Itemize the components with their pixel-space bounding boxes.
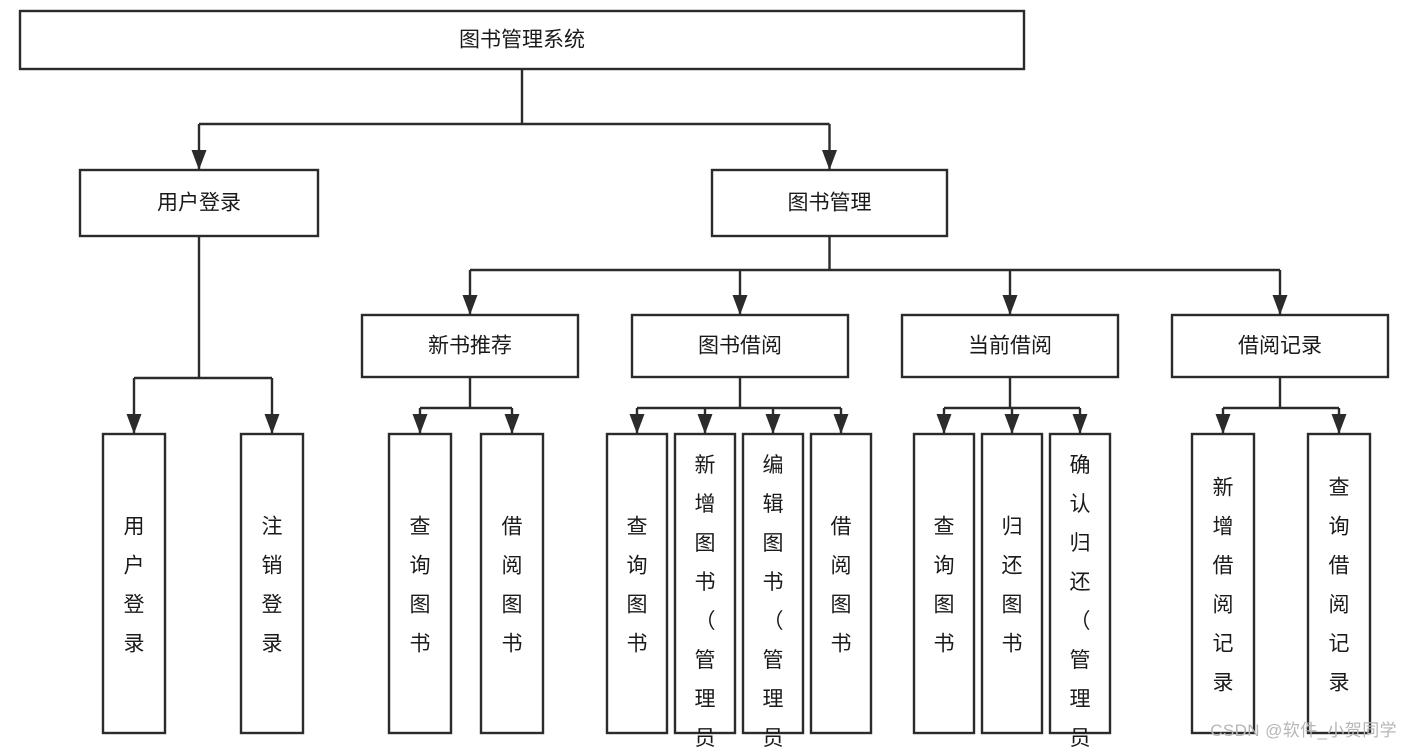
node-box-current-borrow [900, 313, 1120, 379]
node-user-login-leaf[interactable]: 用户登录 [101, 432, 167, 735]
node-root[interactable]: 图书管理系统 [18, 9, 1026, 71]
node-label-cb-query-book: 查询图书 [934, 516, 955, 656]
node-label-br-add-record: 新增借阅记录 [1213, 477, 1234, 695]
arrow-head-l3-1-0-1 [504, 414, 520, 434]
node-cb-return-book[interactable]: 归还图书 [980, 432, 1044, 735]
node-box-bb-query-book [605, 432, 669, 735]
node-box-user-logout-leaf [239, 432, 305, 735]
node-book-management[interactable]: 图书管理 [710, 168, 949, 238]
arrow-head-l2-0-0 [126, 414, 142, 434]
node-label-user-logout-leaf: 注销登录 [262, 516, 283, 656]
node-label-root: 图书管理系统 [459, 29, 585, 52]
node-nbr-query-book[interactable]: 查询图书 [387, 432, 453, 735]
arrow-head-l3-1-0-0 [412, 414, 428, 434]
node-current-borrow[interactable]: 当前借阅 [900, 313, 1120, 379]
arrow-head-l3-1-3-0 [1215, 414, 1231, 434]
arrow-head-l3-1-1-0 [629, 414, 645, 434]
node-cb-confirm-return[interactable]: 确认归还（管理员） [1048, 432, 1112, 747]
arrow-head-l3-1-1-1 [697, 414, 713, 434]
node-box-bb-edit-book [741, 432, 805, 735]
node-box-cb-query-book [912, 432, 976, 735]
node-cb-query-book[interactable]: 查询图书 [912, 432, 976, 735]
node-box-nbr-borrow-book [479, 432, 545, 735]
node-label-cb-return-book: 归还图书 [1002, 516, 1023, 656]
node-label-current-borrow: 当前借阅 [968, 335, 1052, 358]
node-label-book-management: 图书管理 [788, 192, 872, 215]
node-box-book-management [710, 168, 949, 238]
node-user-logout-leaf[interactable]: 注销登录 [239, 432, 305, 735]
node-box-root [18, 9, 1026, 71]
arrow-head-l3-1-2-1 [1004, 414, 1020, 434]
node-box-cb-return-book [980, 432, 1044, 735]
arrow-head-l3-1-2-0 [936, 414, 952, 434]
node-user-login[interactable]: 用户登录 [78, 168, 320, 238]
arrow-head-root-1 [822, 150, 837, 170]
node-label-nbr-query-book: 查询图书 [410, 516, 431, 656]
node-box-bb-add-book [673, 432, 737, 735]
node-label-borrow-record: 借阅记录 [1238, 335, 1322, 358]
node-bb-edit-book[interactable]: 编辑图书（管理员） [741, 432, 805, 747]
arrow-head-l3-1-3-1 [1331, 414, 1347, 434]
node-br-add-record[interactable]: 新增借阅记录 [1190, 432, 1256, 735]
node-label-user-login: 用户登录 [157, 192, 241, 215]
node-label-bb-query-book: 查询图书 [627, 516, 648, 656]
node-label-nbr-borrow-book: 借阅图书 [502, 516, 523, 656]
arrow-head-root-0 [191, 150, 207, 170]
node-nbr-borrow-book[interactable]: 借阅图书 [479, 432, 545, 735]
node-box-new-book-recommend [360, 313, 580, 379]
node-box-borrow-record [1170, 313, 1390, 379]
node-box-br-query-record [1306, 432, 1372, 735]
node-borrow-record[interactable]: 借阅记录 [1170, 313, 1390, 379]
node-bb-add-book[interactable]: 新增图书（管理员） [673, 432, 737, 747]
node-label-cb-confirm-return: 确认归还（管理员） [1070, 454, 1091, 747]
arrow-head-l2-1-3 [1272, 295, 1288, 315]
arrow-head-l3-1-2-2 [1072, 414, 1088, 434]
arrow-head-l3-1-1-3 [833, 414, 849, 434]
arrow-head-l2-1-1 [732, 295, 748, 315]
arrow-head-l2-1-0 [462, 295, 478, 315]
csdn-watermark: CSDN @软件_小贺同学 [1210, 721, 1397, 740]
node-bb-borrow-book[interactable]: 借阅图书 [809, 432, 873, 735]
node-box-user-login-leaf [101, 432, 167, 735]
node-box-book-borrow [630, 313, 850, 379]
node-label-book-borrow: 图书借阅 [698, 335, 782, 358]
node-new-book-recommend[interactable]: 新书推荐 [360, 313, 580, 379]
node-label-bb-add-book: 新增图书（管理员） [695, 454, 716, 747]
node-layer: 图书管理系统用户登录用户登录注销登录图书管理新书推荐查询图书借阅图书图书借阅查询… [18, 9, 1390, 747]
node-box-cb-confirm-return [1048, 432, 1112, 735]
arrow-head-l2-0-1 [264, 414, 280, 434]
node-box-bb-borrow-book [809, 432, 873, 735]
node-label-bb-borrow-book: 借阅图书 [831, 516, 852, 656]
node-box-nbr-query-book [387, 432, 453, 735]
node-box-br-add-record [1190, 432, 1256, 735]
node-label-br-query-record: 查询借阅记录 [1329, 477, 1350, 695]
node-bb-query-book[interactable]: 查询图书 [605, 432, 669, 735]
node-label-bb-edit-book: 编辑图书（管理员） [763, 454, 784, 747]
arrow-head-l3-1-1-2 [765, 414, 781, 434]
node-book-borrow[interactable]: 图书借阅 [630, 313, 850, 379]
node-br-query-record[interactable]: 查询借阅记录 [1306, 432, 1372, 735]
arrow-head-l2-1-2 [1002, 295, 1018, 315]
node-label-user-login-leaf: 用户登录 [124, 516, 145, 656]
node-label-new-book-recommend: 新书推荐 [428, 335, 512, 358]
connector-layer [126, 69, 1347, 434]
node-box-user-login [78, 168, 320, 238]
